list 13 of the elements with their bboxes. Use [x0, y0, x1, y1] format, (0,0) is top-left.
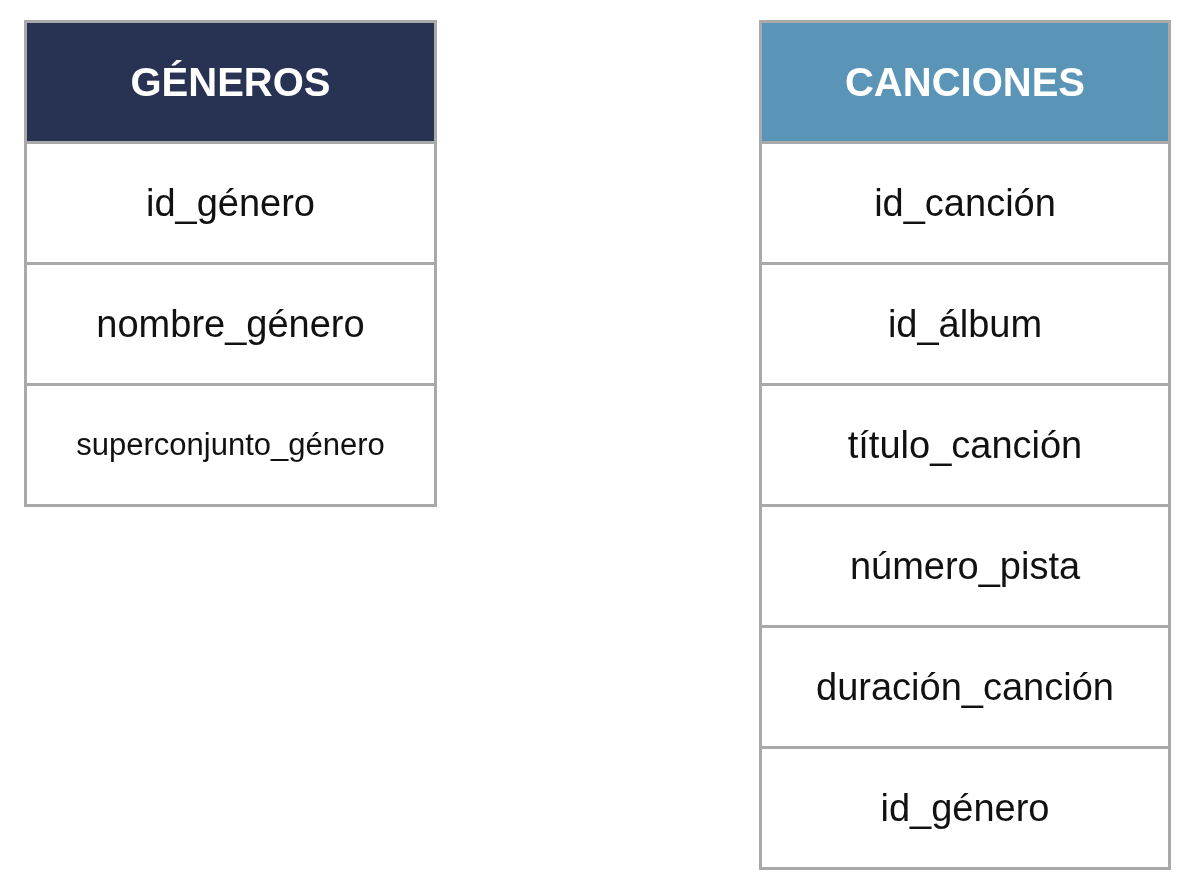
table-header: CANCIONES: [762, 23, 1168, 144]
column-row: id_género: [762, 746, 1168, 867]
column-row: duración_canción: [762, 625, 1168, 746]
column-row: número_pista: [762, 504, 1168, 625]
entity-table: [759, 20, 1171, 870]
column-row: título_canción: [762, 383, 1168, 504]
column-row: id_álbum: [762, 262, 1168, 383]
table-header: GÉNEROS: [27, 23, 434, 144]
column-row: id_género: [27, 144, 434, 262]
column-row: superconjunto_género: [27, 383, 434, 504]
column-row: nombre_género: [27, 262, 434, 383]
column-row: id_canción: [762, 144, 1168, 262]
entity-table: [24, 20, 437, 507]
